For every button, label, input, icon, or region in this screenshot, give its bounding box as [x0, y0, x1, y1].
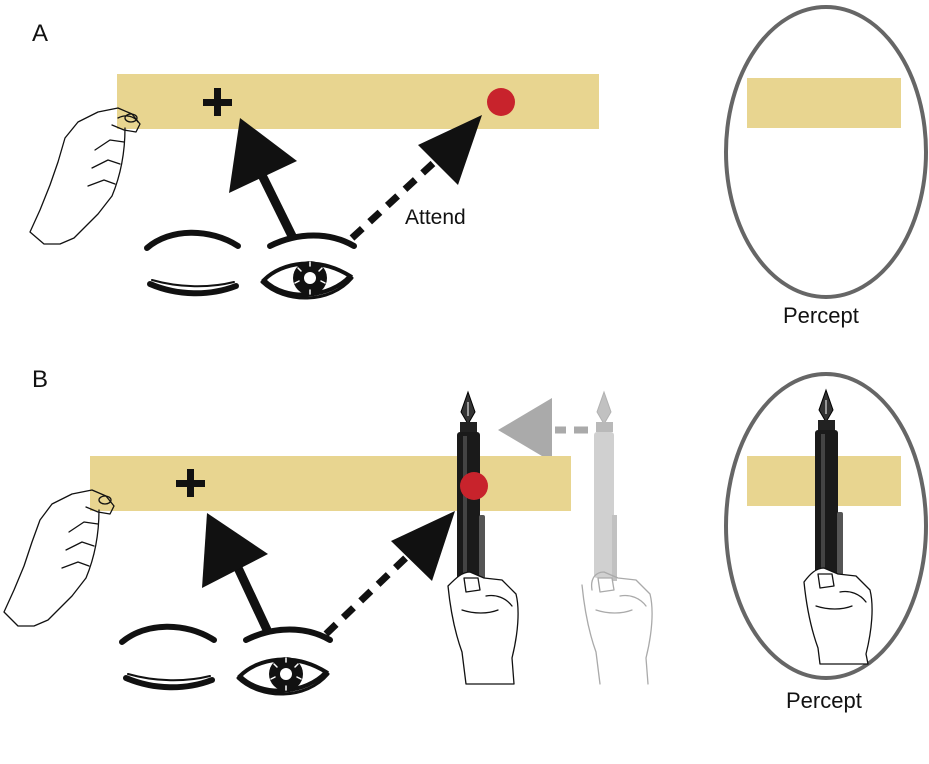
- panel-a-strip: [117, 74, 599, 129]
- panel-b-ghost-hand-icon: [581, 571, 653, 685]
- panel-b-label: B: [32, 366, 49, 393]
- panel-b-attention-arrow: [323, 511, 455, 637]
- panel-a-percept-ellipse: [724, 5, 928, 299]
- panel-b-ghost-pen-icon: [594, 390, 617, 581]
- panel-a-open-eye-icon: [260, 232, 357, 300]
- panel-b-fixation-cross-icon: [176, 469, 205, 497]
- panel-a: [29, 5, 928, 300]
- panel-a-target-dot: [487, 88, 515, 116]
- panel-b-percept-pen-icon: [815, 388, 843, 578]
- panel-b-motion-arrow: [498, 398, 588, 462]
- panel-b-target-dot: [460, 472, 488, 500]
- panel-b-percept-label: Percept: [786, 688, 862, 713]
- panel-a-percept-label: Percept: [783, 303, 859, 328]
- panel-a-label: A: [32, 20, 49, 47]
- panel-b-percept-ellipse: [724, 372, 928, 680]
- panel-a-fixation-cross-icon: [203, 88, 232, 116]
- panel-a-closed-eye-icon: [144, 229, 241, 297]
- panel-b-pen-hand-icon: [447, 571, 519, 685]
- panel-b-closed-eye-icon: [119, 623, 217, 691]
- attend-label: Attend: [405, 206, 466, 229]
- panel-a-hand-icon: [29, 107, 141, 245]
- panel-b: [3, 372, 928, 696]
- panel-a-percept-strip: [747, 78, 901, 128]
- panel-a-attention-arrow: [349, 115, 482, 241]
- panel-b-pen-icon: [457, 390, 485, 583]
- panel-b-strip: [90, 456, 571, 511]
- panel-b-percept-hand-icon: [803, 567, 873, 665]
- panel-b-open-eye-icon: [236, 626, 333, 696]
- panel-b-gaze-arrow: [202, 513, 273, 634]
- panel-b-hand-icon: [3, 489, 115, 627]
- panel-a-gaze-arrow: [229, 118, 298, 240]
